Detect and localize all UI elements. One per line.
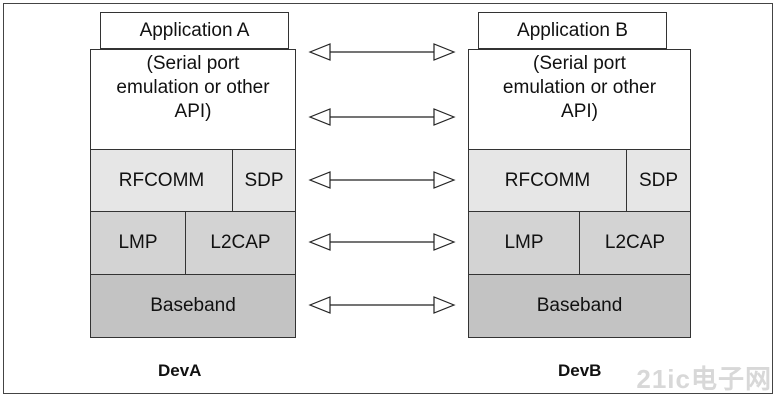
- device-label-b: DevB: [558, 361, 602, 380]
- watermark-logo: 21ic电子网: [636, 364, 772, 394]
- sdp-box-a: SDP: [232, 149, 296, 212]
- arrowhead-right-5: [433, 296, 456, 314]
- device-label-a: DevA: [158, 361, 202, 380]
- baseband-box-b: Baseband: [468, 274, 691, 338]
- l2cap-box-b: L2CAP: [579, 211, 691, 275]
- baseband-box-a: Baseband: [90, 274, 296, 338]
- lmp-box-b: LMP: [468, 211, 580, 275]
- lmp-box-a: LMP: [90, 211, 186, 275]
- application-a-box: Application A: [100, 12, 289, 49]
- arrowhead-left-2: [308, 108, 331, 126]
- arrowhead-right-2: [433, 108, 456, 126]
- arrowhead-left-1: [308, 43, 331, 61]
- application-b-box: Application B: [478, 12, 667, 49]
- rfcomm-box-b: RFCOMM: [468, 149, 627, 212]
- arrowhead-left-4: [308, 233, 331, 251]
- arrowhead-left-3: [308, 171, 331, 189]
- arrowhead-right-4: [433, 233, 456, 251]
- arrowhead-right-3: [433, 171, 456, 189]
- arrowhead-right-1: [433, 43, 456, 61]
- l2cap-box-a: L2CAP: [185, 211, 296, 275]
- arrowhead-left-5: [308, 296, 331, 314]
- diagram-frame: [3, 3, 773, 394]
- api-box-b: (Serial port emulation or other API): [468, 49, 691, 150]
- rfcomm-box-a: RFCOMM: [90, 149, 233, 212]
